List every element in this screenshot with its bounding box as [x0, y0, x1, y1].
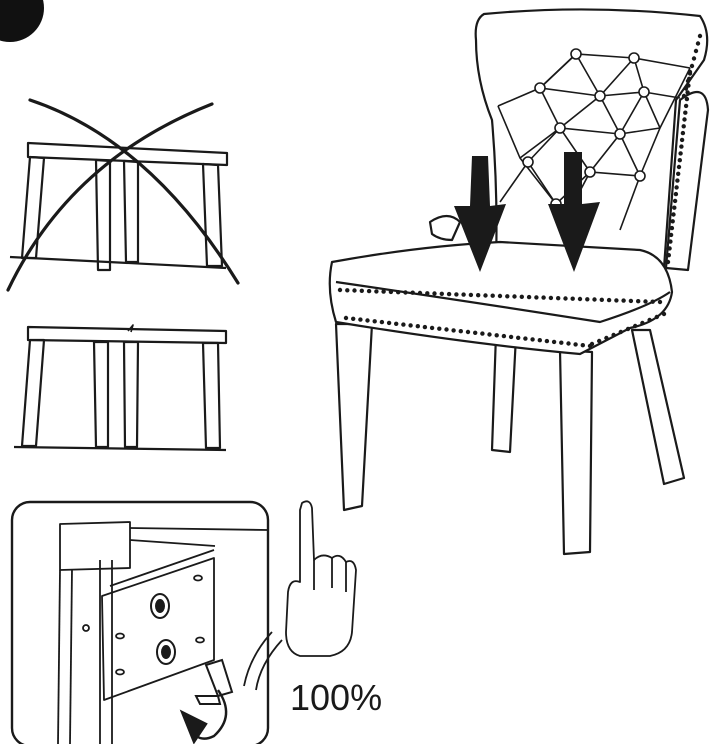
cross-mark-icon: [6, 98, 240, 292]
allen-key-icon: [194, 658, 234, 705]
button-tuft-icon: [522, 48, 650, 210]
corner-bracket-icon: [57, 521, 269, 744]
bolt-icon: [150, 593, 176, 665]
nailhead-trim-icon: [337, 33, 703, 349]
tighten-percent-label: 100%: [290, 677, 382, 718]
correct-level-frame-icon: [13, 324, 228, 452]
rotate-arrow-icon: [179, 689, 228, 744]
hand-pointer-icon: [243, 500, 357, 691]
detail-inset-frame: [10, 500, 270, 744]
chair-icon: [328, 8, 710, 556]
step-badge-icon: [0, 0, 44, 42]
wrong-bent-frame-icon: [9, 141, 229, 272]
press-down-arrow-icon: [454, 152, 600, 272]
